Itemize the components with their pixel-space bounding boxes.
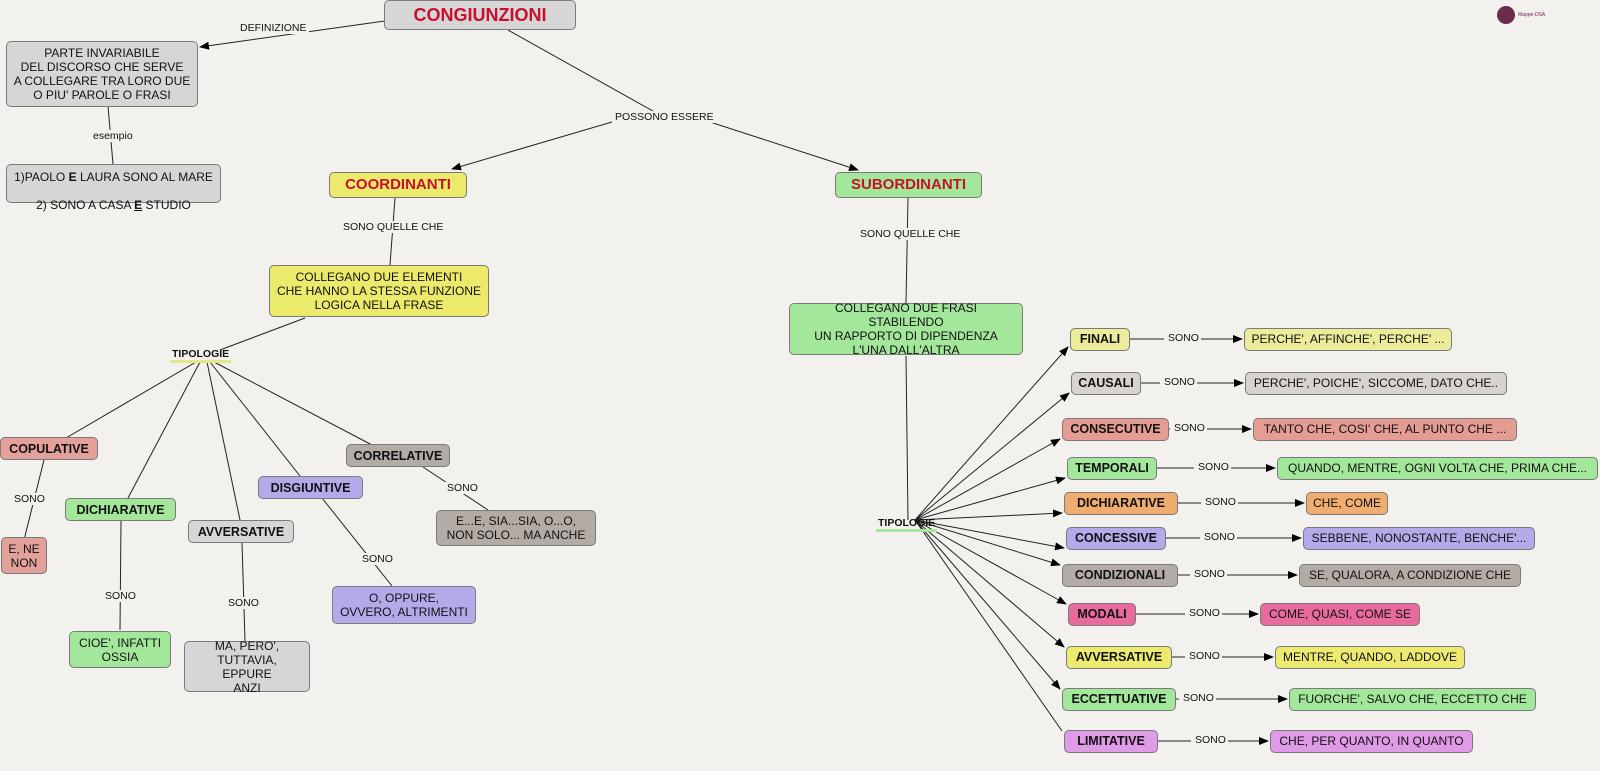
label-sono-quelle-che-coord: SONO QUELLE CHE (341, 221, 446, 233)
sub-examples-0: PERCHE', AFFINCHE', PERCHE' ... (1244, 327, 1452, 351)
main-title: CONGIUNZIONI (384, 0, 576, 30)
sub-type-1: CAUSALI (1071, 371, 1141, 395)
label-sono-correlative: SONO (445, 482, 480, 494)
example-key-1: E (68, 169, 77, 184)
label-sono-sub-1: SONO (1162, 376, 1197, 388)
sub-examples-10: CHE, PER QUANTO, IN QUANTO (1270, 729, 1473, 753)
sub-examples-4: CHE, COME (1306, 491, 1388, 515)
label-sono-sub-6: SONO (1192, 568, 1227, 580)
coord-examples-disgiuntive: O, OPPURE, OVVERO, ALTRIMENTI (332, 586, 476, 624)
tipologie-subordinanti: TIPOLOGIE (876, 517, 938, 532)
coord-type-avversative: AVVERSATIVE (188, 520, 294, 543)
label-definizione: DEFINIZIONE (238, 22, 309, 34)
sub-examples-2: TANTO CHE, COSI' CHE, AL PUNTO CHE ... (1253, 417, 1517, 441)
label-sono-sub-7: SONO (1187, 607, 1222, 619)
brain-icon (1497, 6, 1515, 24)
sub-examples-7: COME, QUASI, COME SE (1260, 602, 1420, 626)
sub-type-3: TEMPORALI (1067, 456, 1157, 480)
sub-examples-6: SE, QUALORA, A CONDIZIONE CHE (1299, 563, 1521, 587)
label-sono-sub-9: SONO (1181, 692, 1216, 704)
sub-examples-8: MENTRE, QUANDO, LADDOVE (1275, 645, 1465, 669)
label-sono-sub-0: SONO (1166, 332, 1201, 344)
sub-type-6: CONDIZIONALI (1062, 563, 1178, 587)
label-sono-sub-5: SONO (1202, 531, 1237, 543)
label-sono-dichiarative: SONO (103, 590, 138, 602)
sub-type-5: CONCESSIVE (1066, 526, 1166, 550)
label-sono-disgiuntive: SONO (360, 553, 395, 565)
coordinanti-node: COORDINANTI (329, 172, 467, 198)
sub-type-4: DICHIARATIVE (1064, 491, 1178, 515)
sub-examples-3: QUANDO, MENTRE, OGNI VOLTA CHE, PRIMA CH… (1277, 456, 1598, 480)
coordinanti-description: COLLEGANO DUE ELEMENTI CHE HANNO LA STES… (269, 265, 489, 317)
label-sono-copulative: SONO (12, 493, 47, 505)
mappe-dsa-logo: Mappe-DSA (1497, 6, 1545, 24)
label-sono-sub-3: SONO (1196, 461, 1231, 473)
coord-type-copulative: COPULATIVE (0, 437, 98, 460)
coord-type-dichiarative: DICHIARATIVE (65, 498, 176, 521)
example-box: 1)PAOLO E LAURA SONO AL MARE 2) SONO A C… (6, 164, 221, 212)
coord-examples-dichiarative: CIOE', INFATTI OSSIA (69, 631, 171, 668)
sub-examples-5: SEBBENE, NONOSTANTE, BENCHE'... (1303, 526, 1535, 550)
label-sono-sub-2: SONO (1172, 422, 1207, 434)
coord-examples-copulative: E, NE NON (1, 537, 47, 574)
logo-text: Mappe-DSA (1518, 12, 1546, 18)
coord-type-correlative: CORRELATIVE (346, 444, 450, 467)
label-sono-sub-10: SONO (1193, 734, 1228, 746)
sub-type-10: LIMITATIVE (1064, 729, 1158, 753)
label-esempio: esempio (91, 130, 135, 142)
label-possono-essere: POSSONO ESSERE (613, 111, 716, 123)
coord-examples-correlative: E...E, SIA...SIA, O...O, NON SOLO... MA … (436, 510, 596, 546)
sub-examples-9: FUORCHE', SALVO CHE, ECCETTO CHE (1289, 687, 1536, 711)
label-sono-avversative: SONO (226, 597, 261, 609)
example-sentences: 1)PAOLO E LAURA SONO AL MARE 2) SONO A C… (14, 169, 213, 212)
coord-examples-avversative: MA, PERO', TUTTAVIA, EPPURE ANZI (184, 639, 310, 695)
sub-type-9: ECCETTUATIVE (1062, 687, 1176, 711)
label-sono-quelle-che-sub: SONO QUELLE CHE (858, 228, 963, 240)
definition-box: PARTE INVARIABILE DEL DISCORSO CHE SERVE… (6, 41, 198, 107)
subordinanti-description: COLLEGANO DUE FRASI STABILENDO UN RAPPOR… (789, 301, 1023, 357)
sub-type-8: AVVERSATIVE (1066, 645, 1172, 669)
coord-type-disgiuntive: DISGIUNTIVE (258, 476, 363, 499)
example-key-2: E (134, 197, 143, 212)
subordinanti-node: SUBORDINANTI (835, 172, 982, 198)
label-sono-sub-8: SONO (1187, 650, 1222, 662)
sub-type-0: FINALI (1070, 327, 1130, 351)
tipologie-coordinanti: TIPOLOGIE (170, 348, 232, 363)
sub-type-7: MODALI (1068, 602, 1136, 626)
sub-examples-1: PERCHE', POICHE', SICCOME, DATO CHE.. (1245, 371, 1507, 395)
sub-type-2: CONSECUTIVE (1062, 417, 1169, 441)
label-sono-sub-4: SONO (1203, 496, 1238, 508)
